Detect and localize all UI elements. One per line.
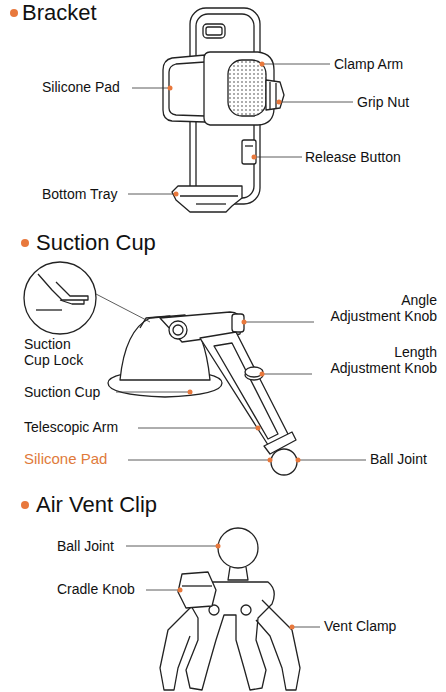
air-vent-clip-drawing (160, 528, 300, 690)
part-label: Bottom Tray (42, 186, 117, 202)
part-label: Length Adjustment Knob (330, 344, 437, 376)
part-label: Grip Nut (357, 94, 409, 110)
part-label: Cradle Knob (57, 581, 135, 597)
part-label: Angle Adjustment Knob (330, 292, 437, 324)
bullet (10, 9, 18, 17)
part-label: Ball Joint (370, 451, 427, 467)
part-label: Release Button (305, 149, 401, 165)
bracket-drawing (163, 8, 284, 212)
section-heading: Bracket (22, 0, 97, 25)
part-label: Suction Cup (24, 384, 100, 400)
leader-lines (96, 64, 366, 627)
part-label: Suction Cup Lock (24, 336, 84, 368)
section-heading: Suction Cup (36, 230, 156, 255)
part-label: Ball Joint (57, 538, 114, 554)
leader-dots (168, 62, 301, 630)
part-label: Clamp Arm (334, 56, 403, 72)
part-label: Telescopic Arm (24, 419, 118, 435)
part-label: Silicone Pad (42, 79, 120, 95)
suction-cup-drawing (24, 262, 297, 475)
bullet (21, 239, 29, 247)
bullet (21, 501, 29, 509)
section-heading: Air Vent Clip (36, 492, 157, 517)
part-label: Silicone Pad (24, 450, 107, 467)
part-label: Vent Clamp (324, 618, 396, 634)
